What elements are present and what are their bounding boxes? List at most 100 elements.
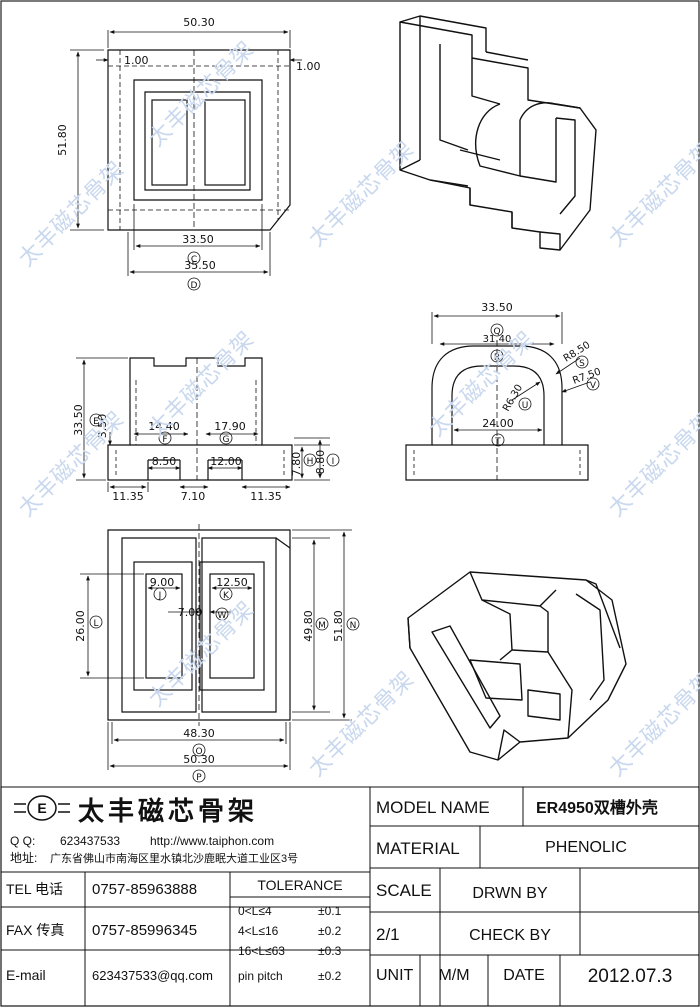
ref-front-base-h2: I <box>332 457 335 467</box>
tolerance-range-2: 4<L≤16 <box>238 924 279 938</box>
front-view <box>107 357 293 481</box>
title-block-text: 太丰磁芯骨架 Q Q: 623437533 http://www.taiphon… <box>6 796 672 987</box>
bottom-view-dimensions <box>80 529 360 783</box>
company-logo: E <box>14 795 70 821</box>
drawn-by-label: DRWN BY <box>472 885 548 902</box>
material-label: MATERIAL <box>376 839 460 858</box>
dim-front-edge-right: 11.35 <box>250 490 282 503</box>
dim-bottom-outer-width: 50.30 <box>183 753 215 766</box>
model-name-label: MODEL NAME <box>376 798 490 817</box>
ref-front-right-slot: G <box>223 435 230 445</box>
qq-label: Q Q: <box>10 834 35 848</box>
ref-bottom-inner-height: M <box>318 621 326 631</box>
unit-label: UNIT <box>376 967 414 984</box>
tolerance-range-3: 16<L≤63 <box>238 944 285 958</box>
dim-front-edge-left: 11.35 <box>112 490 144 503</box>
ref-top-base: D <box>191 281 198 291</box>
top-view-dimensions <box>70 30 302 291</box>
ref-side-outer: Q <box>493 327 500 337</box>
ref-side-radius-mid: V <box>590 381 597 391</box>
dim-front-center: 7.10 <box>181 490 206 503</box>
dim-bottom-outer-height: 51.80 <box>332 610 345 642</box>
top-view <box>107 49 291 231</box>
dim-top-width: 50.30 <box>183 16 215 29</box>
top-view-labels: 50.30 51.80 1.00 1.00 33.50 C 35.50 D <box>56 16 321 291</box>
ref-top-inner: C <box>191 255 197 265</box>
date-value: 2012.07.3 <box>588 966 673 987</box>
address-value: 广东省佛山市南海区里水镇北沙鹿眠大道工业区3号 <box>50 851 298 865</box>
scale-value: 2/1 <box>376 925 400 944</box>
dim-top-wall-right: 1.00 <box>296 60 321 73</box>
date-label: DATE <box>503 967 544 984</box>
dim-bottom-window-left: 9.00 <box>150 576 175 589</box>
fax-label: FAX 传真 <box>6 922 64 938</box>
bottom-view-labels: 9.00 J 12.50 K 7.00 W 26.00 L 49.80 M 51… <box>74 576 356 783</box>
ref-side-radius-inner: U <box>522 401 529 411</box>
ref-side-inner: R <box>494 353 500 363</box>
model-name-value: ER4950双槽外壳 <box>536 798 658 817</box>
tel-label: TEL 电话 <box>6 881 63 897</box>
email-label: E-mail <box>6 967 46 983</box>
dim-bottom-window-height: 26.00 <box>74 610 87 642</box>
dim-front-right-slot: 17.90 <box>214 420 246 433</box>
ref-bottom-window-height: L <box>93 619 98 629</box>
material-value: PHENOLIC <box>545 839 627 856</box>
dim-front-notch-right: 12.00 <box>210 455 242 468</box>
dim-front-base-h2: 8.80 <box>314 450 327 475</box>
tolerance-range-4: pin pitch <box>238 969 283 983</box>
bottom-view <box>107 524 291 726</box>
ref-bottom-inner-width: O <box>195 747 202 757</box>
ref-side-radius-outer: S <box>579 359 585 369</box>
tolerance-range-1: 0<L≤4 <box>238 904 272 918</box>
dim-front-notch-left: 8.50 <box>152 455 177 468</box>
logo-letter: E <box>37 800 46 816</box>
tolerance-value-4: ±0.2 <box>318 969 342 983</box>
dim-bottom-inner-width: 48.30 <box>183 727 215 740</box>
dim-top-inner: 33.50 <box>182 233 214 246</box>
company-name: 太丰磁芯骨架 <box>78 796 258 826</box>
dim-side-bottom: 24.00 <box>482 417 514 430</box>
unit-value: M/M <box>438 967 469 984</box>
side-view-dimensions <box>431 312 600 447</box>
isometric-view-top <box>399 15 597 251</box>
ref-front-base-h1: H <box>307 457 314 467</box>
tolerance-value-2: ±0.2 <box>318 924 342 938</box>
check-by-label: CHECK BY <box>469 927 551 944</box>
dim-front-height: 33.50 <box>72 404 85 436</box>
ref-bottom-outer-width: P <box>196 773 202 783</box>
dim-top-base: 35.50 <box>184 259 216 272</box>
dim-front-base-h1: 7.80 <box>290 452 303 477</box>
address-label: 地址: <box>10 851 37 865</box>
dim-top-wall-left: 1.00 <box>124 54 149 67</box>
ref-bottom-gap: W <box>218 611 227 621</box>
email-value: 623437533@qq.com <box>92 968 213 983</box>
dim-side-inner: 31.40 <box>483 334 512 345</box>
dim-top-height: 51.80 <box>56 124 69 156</box>
tel-value: 0757-85963888 <box>92 881 197 898</box>
dim-front-step: 3.50 <box>96 414 109 439</box>
ref-bottom-window-right: K <box>223 591 230 601</box>
title-block <box>0 786 700 1007</box>
side-view <box>405 340 589 481</box>
ref-front-height: E <box>93 417 99 427</box>
ref-bottom-window-left: J <box>158 591 162 601</box>
tolerance-title: TOLERANCE <box>257 877 342 893</box>
scale-label: SCALE <box>376 881 432 900</box>
dim-front-left-slot: 14.40 <box>148 420 180 433</box>
qq-value: 623437533 <box>60 834 120 848</box>
front-view-dimensions <box>76 357 340 492</box>
dim-bottom-window-right: 12.50 <box>216 576 248 589</box>
dim-side-outer: 33.50 <box>481 301 513 314</box>
dim-bottom-inner-height: 49.80 <box>302 610 315 642</box>
ref-bottom-outer-height: N <box>350 621 357 631</box>
isometric-view-bottom <box>407 571 627 761</box>
ref-side-bottom: T <box>494 437 501 447</box>
website: http://www.taiphon.com <box>150 834 274 848</box>
dim-bottom-gap: 7.00 <box>178 606 203 619</box>
fax-value: 0757-85996345 <box>92 922 197 939</box>
ref-front-left-slot: F <box>162 435 167 445</box>
tolerance-value-1: ±0.1 <box>318 904 342 918</box>
tolerance-value-3: ±0.3 <box>318 944 342 958</box>
front-view-labels: 33.50 E 3.50 14.40 F 17.90 G 8.50 12.00 … <box>72 404 334 503</box>
